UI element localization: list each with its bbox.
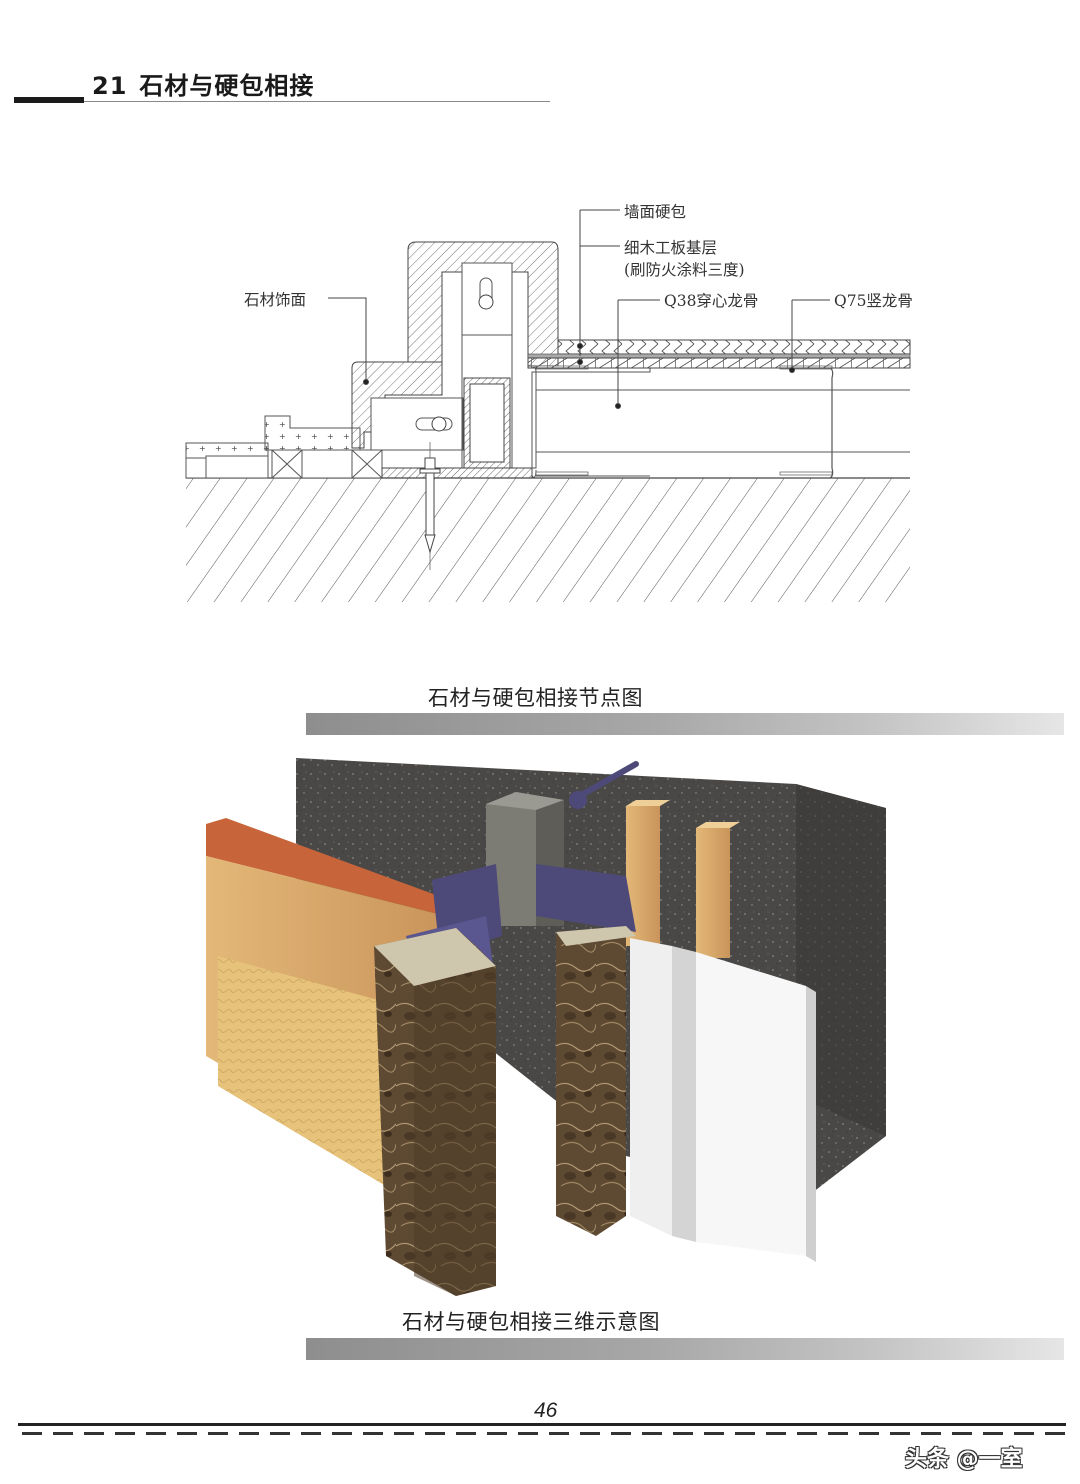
render-3d-illustration bbox=[196, 756, 896, 1300]
header-bar-accent bbox=[14, 97, 84, 103]
detail-drawing-caption: 石材与硬包相接节点图 bbox=[428, 686, 643, 710]
caption-banner-1 bbox=[306, 713, 1064, 735]
render-3d-caption: 石材与硬包相接三维示意图 bbox=[402, 1310, 660, 1334]
label-q75-stud: Q75竖龙骨 bbox=[834, 292, 913, 310]
watermark: 头条 @一室 bbox=[905, 1447, 1023, 1472]
detail-drawing: + bbox=[180, 190, 920, 614]
label-wall-hard-panel: 墙面硬包 bbox=[624, 203, 687, 221]
page-number: 46 bbox=[534, 1399, 558, 1422]
caption-banner-2 bbox=[306, 1338, 1064, 1360]
label-q38-stud: Q38穿心龙骨 bbox=[664, 292, 759, 310]
header-rule bbox=[84, 101, 550, 102]
label-fireproof-coating: (刷防火涂料三度) bbox=[624, 261, 745, 279]
section-detail-svg: + bbox=[185, 209, 911, 602]
section-heading: 21 石材与硬包相接 bbox=[92, 66, 314, 101]
footer-dashed-rule bbox=[22, 1432, 1066, 1435]
section-number: 21 bbox=[92, 72, 128, 100]
label-stone-finish: 石材饰面 bbox=[244, 291, 307, 309]
footer-rule bbox=[18, 1423, 1066, 1426]
section-title: 石材与硬包相接 bbox=[139, 72, 315, 100]
render-3d-svg bbox=[206, 758, 886, 1296]
label-blockboard-base: 细木工板基层 bbox=[624, 239, 718, 257]
